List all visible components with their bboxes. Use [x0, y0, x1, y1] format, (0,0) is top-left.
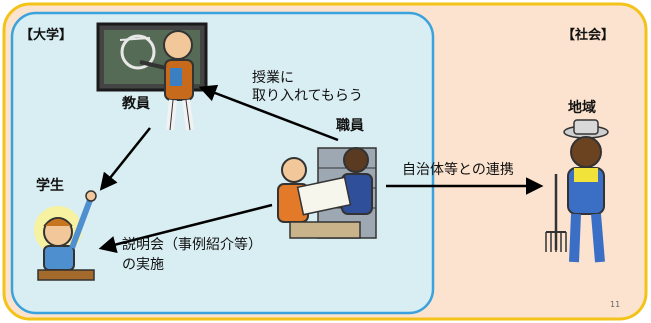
staff-illustration [277, 147, 377, 239]
arrow-staff-to-teacher [198, 84, 339, 142]
arrow-teacher-to-student [99, 127, 151, 191]
arrow-staff-to-student [98, 203, 273, 254]
teacher-illustration [96, 22, 208, 131]
student-illustration [34, 190, 97, 281]
society-region-label: 【社会】 [562, 28, 615, 43]
university-region-label: 【大学】 [20, 28, 73, 43]
annotation-to-student-line1: 説明会（事例紹介等） [122, 237, 262, 253]
student-label: 学生 [36, 178, 64, 194]
annotation-to-teacher-line1: 授業に [252, 70, 294, 86]
community-label: 地域 [568, 100, 596, 116]
annotation-to-teacher-line2: 取り入れてもらう [252, 88, 363, 104]
page-number: 11 [610, 300, 621, 309]
annotation-to-community: 自治体等との連携 [402, 162, 514, 178]
annotation-to-student-line2: の実施 [122, 257, 164, 273]
staff-label: 職員 [336, 118, 364, 134]
community-illustration [545, 119, 609, 263]
teacher-label: 教員 [122, 96, 150, 112]
